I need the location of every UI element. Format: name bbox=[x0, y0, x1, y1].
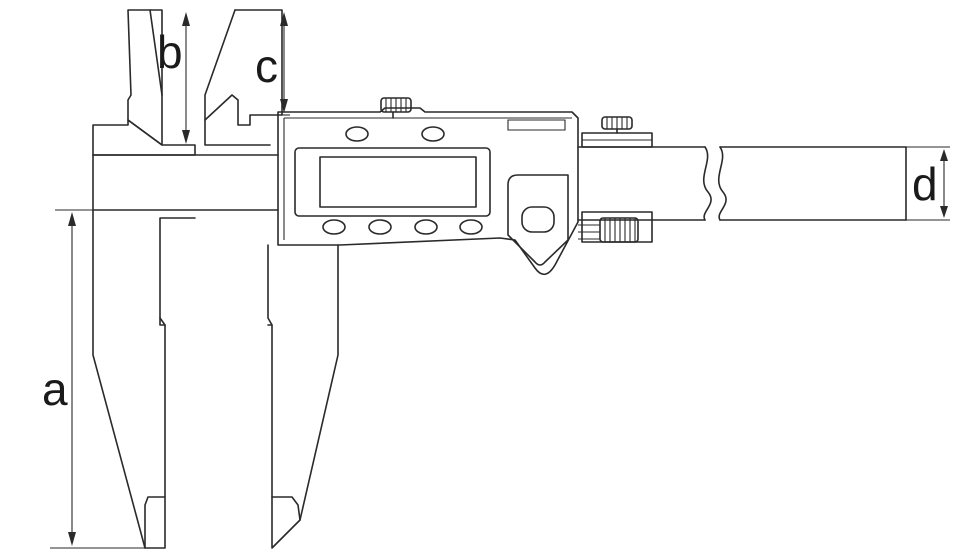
side-button bbox=[521, 206, 555, 233]
main-beam bbox=[92, 146, 907, 221]
button-2 bbox=[368, 219, 392, 235]
button-1 bbox=[322, 219, 346, 235]
lcd-screen bbox=[319, 156, 477, 208]
dimension-a bbox=[50, 209, 165, 549]
button-3 bbox=[414, 219, 438, 235]
upper-button-left bbox=[345, 126, 369, 142]
fixed-jaw bbox=[92, 9, 196, 549]
clamp-wheel bbox=[599, 217, 639, 243]
break-mark-left bbox=[702, 146, 712, 221]
button-4 bbox=[459, 219, 483, 235]
dimension-d bbox=[906, 146, 950, 221]
sliding-upper-jaw bbox=[204, 9, 283, 146]
fine-adjust-clamp bbox=[578, 116, 653, 243]
dimension-c bbox=[280, 12, 290, 116]
label-d: d bbox=[912, 158, 938, 210]
upper-button-right bbox=[421, 126, 445, 142]
sliding-lower-jaw bbox=[267, 244, 339, 549]
break-mark-right bbox=[717, 146, 727, 221]
dimension-b bbox=[162, 12, 192, 146]
display-housing bbox=[277, 97, 579, 276]
label-c: c bbox=[255, 40, 278, 92]
label-b: b bbox=[157, 26, 183, 78]
label-a: a bbox=[42, 363, 68, 415]
lcd-outer bbox=[294, 147, 491, 217]
